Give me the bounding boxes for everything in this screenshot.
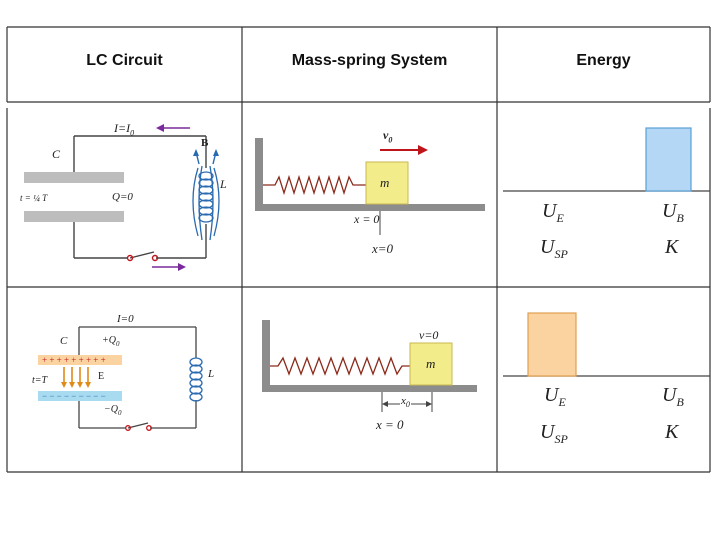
svg-text:− − − − − − − − −: − − − − − − − − − — [42, 391, 106, 401]
lc2-current-label: I=0 — [117, 313, 134, 325]
lc2-plus-q-sub: 0 — [115, 340, 120, 348]
ms1-position-big: x=0 — [372, 241, 394, 256]
lc2-plus-q-text: +Q — [102, 335, 116, 346]
lc1-current-text: I=I — [114, 121, 131, 135]
lc1-inductor-label: L — [220, 177, 227, 191]
lc1-capacitor-label: C — [52, 147, 61, 161]
e2-usp-label: USP — [540, 421, 568, 447]
e2-ue-text: U — [544, 384, 559, 406]
capacitor-plus-signs: + + + + + + + + + — [42, 355, 106, 365]
electric-field-arrows — [63, 367, 89, 383]
capacitor-plus-plate — [38, 355, 122, 365]
ms2-velocity-label: v=0 — [419, 328, 439, 342]
spring-1 — [263, 174, 366, 196]
lc2-time-label: t=T — [32, 375, 48, 386]
e2-k-label: K — [665, 421, 679, 443]
ms2-position-label: x = 0 — [376, 417, 404, 432]
e1-ub-sub: B — [676, 211, 684, 225]
e1-ue-sub: E — [556, 211, 564, 225]
ms2-displacement-sub: 0 — [405, 400, 410, 410]
e2-ub-label: UB — [662, 384, 684, 410]
ms1-velocity-sub: 0 — [388, 135, 393, 145]
e1-usp-text: U — [540, 236, 555, 258]
ms2-mass-label: m — [426, 356, 436, 371]
capacitor-minus-plate — [38, 391, 122, 401]
spring-2 — [270, 356, 410, 376]
e1-usp-sub: SP — [554, 247, 568, 261]
e2-ue-sub: E — [558, 395, 566, 409]
energy-bar-ue-2 — [527, 312, 577, 377]
ms2-displacement-label: x0 — [400, 395, 411, 410]
e1-ub-label: UB — [662, 200, 684, 226]
e1-ue-text: U — [542, 200, 557, 222]
ms1-velocity-text: v — [383, 128, 389, 142]
svg-text:+ + + + + + + + +: + + + + + + + + + — [42, 355, 106, 365]
lc1-current-sub: 0 — [130, 128, 135, 138]
lc2-capacitor-label: C — [60, 335, 68, 347]
lc2-field-e-label: E — [98, 371, 105, 382]
header-mass-spring: Mass-spring System — [291, 52, 448, 69]
e2-usp-sub: SP — [554, 432, 568, 446]
inductor-coil-2 — [189, 357, 203, 402]
inductor-coil — [192, 165, 220, 241]
e2-ub-text: U — [662, 384, 677, 406]
lc2-inductor-label: L — [208, 368, 215, 380]
energy-bar-ub-1 — [645, 127, 692, 192]
lc1-field-b-label: B — [201, 137, 209, 149]
lc2-minus-q-sub: 0 — [117, 409, 122, 417]
lc1-time-label: t = ¼ T — [20, 193, 48, 203]
wall-2 — [262, 320, 270, 392]
mass-block-1 — [365, 161, 409, 205]
e2-ue-label: UE — [544, 384, 566, 410]
e2-ub-sub: B — [676, 395, 684, 409]
e2-usp-text: U — [540, 421, 555, 443]
lc2-minus-q-text: −Q — [104, 404, 118, 415]
lc1-charge-label: Q=0 — [112, 191, 133, 203]
ms1-velocity-label: v0 — [383, 128, 392, 144]
e1-usp-label: USP — [540, 236, 568, 262]
ms1-position-small: x = 0 — [354, 212, 380, 226]
mass-block-2 — [409, 342, 453, 386]
e1-k-label: K — [665, 236, 679, 258]
wall-1 — [255, 138, 263, 210]
ms1-mass-label: m — [380, 175, 390, 190]
header-lc-circuit: LC Circuit — [86, 52, 163, 69]
lc2-minus-q-label: −Q0 — [104, 404, 121, 417]
floor-2 — [262, 385, 477, 392]
capacitor-bottom-plate — [24, 211, 124, 222]
lc1-current-label: I=I0 — [114, 121, 134, 137]
capacitor-minus-signs: − − − − − − − − − — [42, 391, 106, 401]
e1-ub-text: U — [662, 200, 677, 222]
header-energy: Energy — [576, 52, 631, 69]
e1-ue-label: UE — [542, 200, 564, 226]
lc2-plus-q-label: +Q0 — [102, 335, 119, 348]
capacitor-top-plate — [24, 172, 124, 183]
ms2-displacement-text: x — [401, 395, 406, 407]
floor-1 — [255, 204, 485, 211]
